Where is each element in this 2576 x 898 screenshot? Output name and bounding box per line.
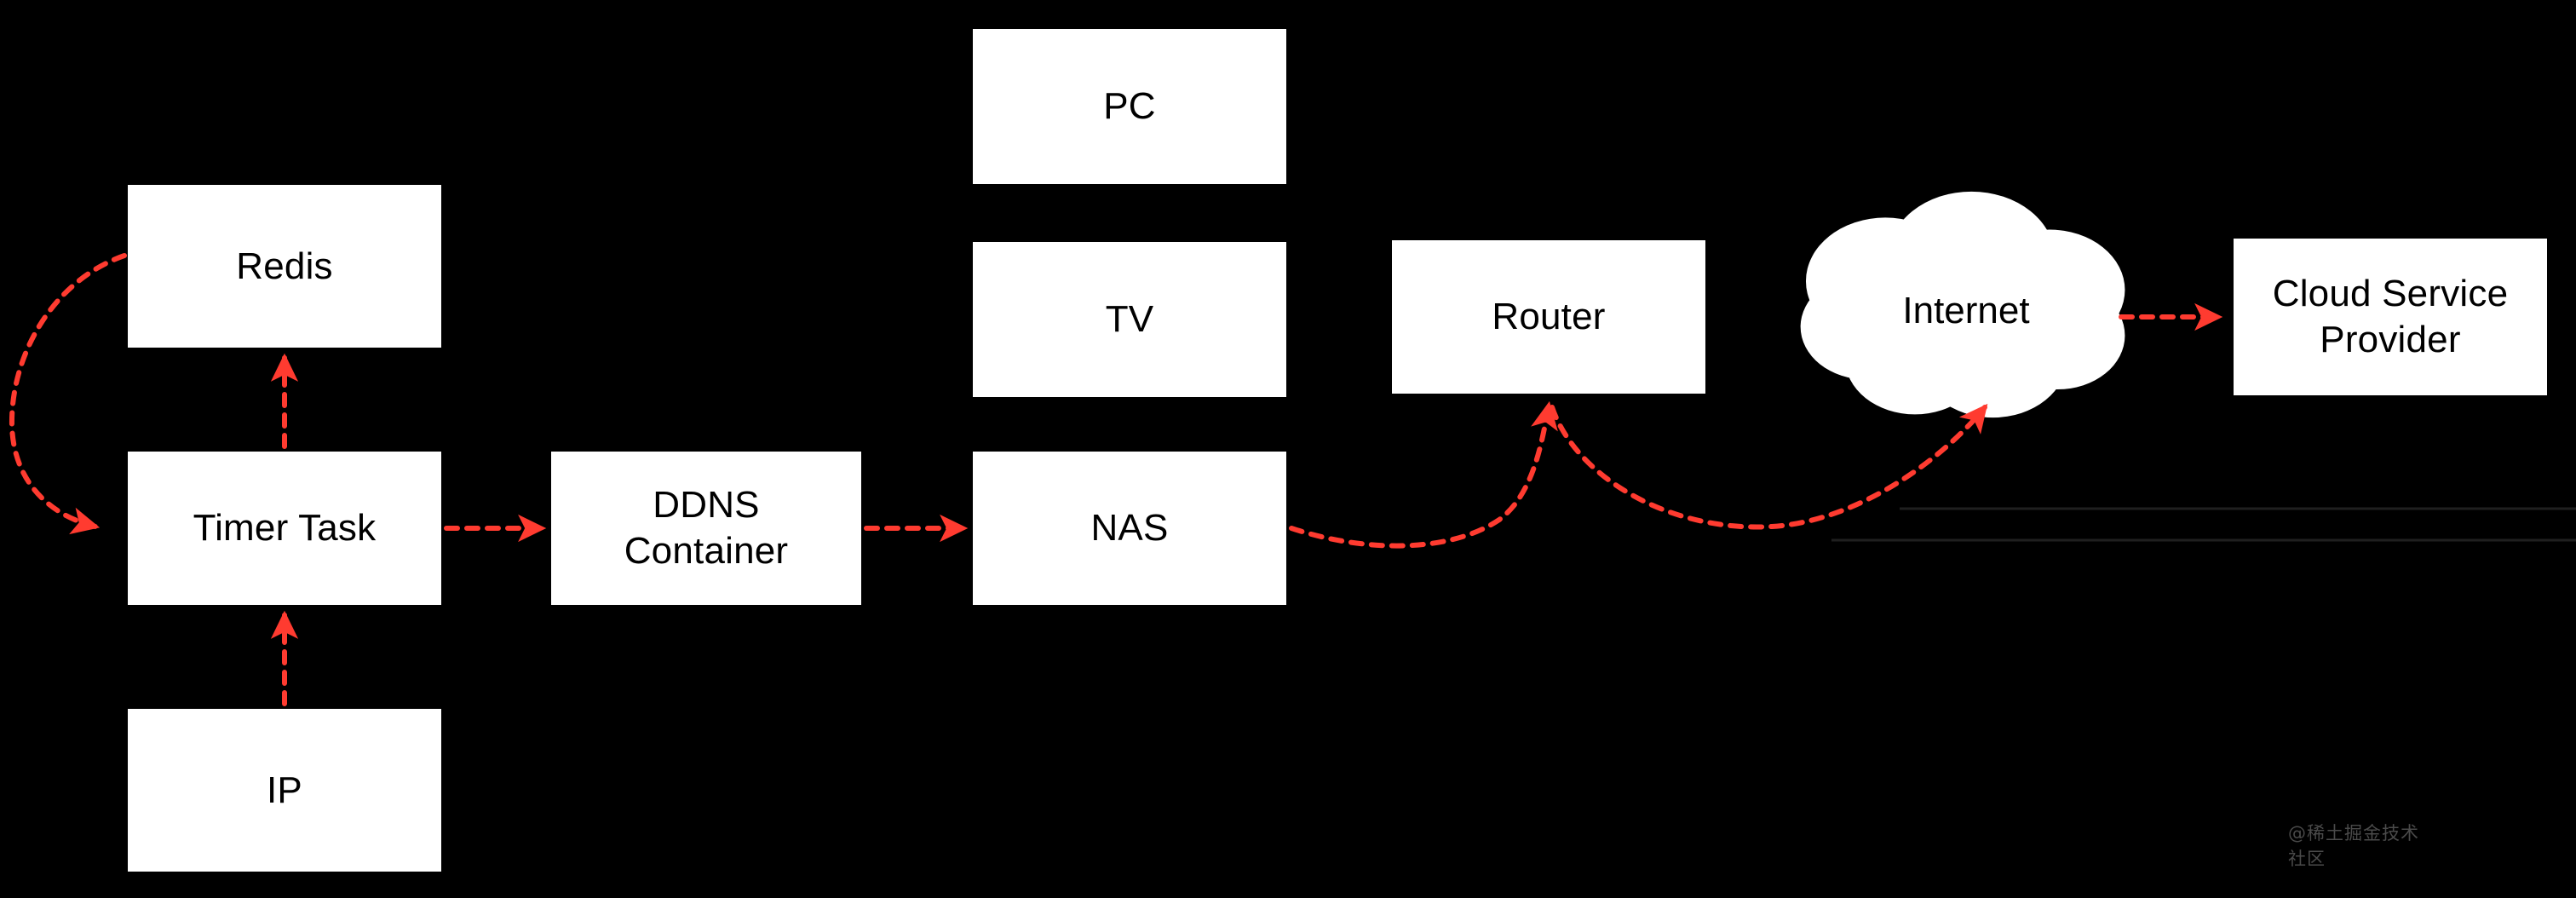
node-ip[interactable]: IP bbox=[126, 707, 443, 873]
cloud-lobe bbox=[1863, 228, 2069, 394]
node-nas[interactable]: NAS bbox=[971, 450, 1288, 607]
edge-router-to-internet bbox=[1550, 403, 1988, 530]
node-router[interactable]: Router bbox=[1390, 239, 1707, 395]
node-pc[interactable]: PC bbox=[971, 27, 1288, 186]
node-ddns[interactable]: DDNS Container bbox=[549, 450, 863, 607]
edge-nas-to-router bbox=[1289, 400, 1558, 549]
node-timer[interactable]: Timer Task bbox=[126, 450, 443, 607]
node-redis[interactable]: Redis bbox=[126, 183, 443, 349]
internet-cloud-shape bbox=[1800, 191, 2125, 418]
watermark: @稀土掘金技术社区 bbox=[2288, 823, 2419, 869]
node-cloud_sp[interactable]: Cloud Service Provider bbox=[2232, 237, 2549, 397]
node-tv[interactable]: TV bbox=[971, 240, 1288, 399]
edge-redis-to-timer bbox=[9, 253, 127, 535]
